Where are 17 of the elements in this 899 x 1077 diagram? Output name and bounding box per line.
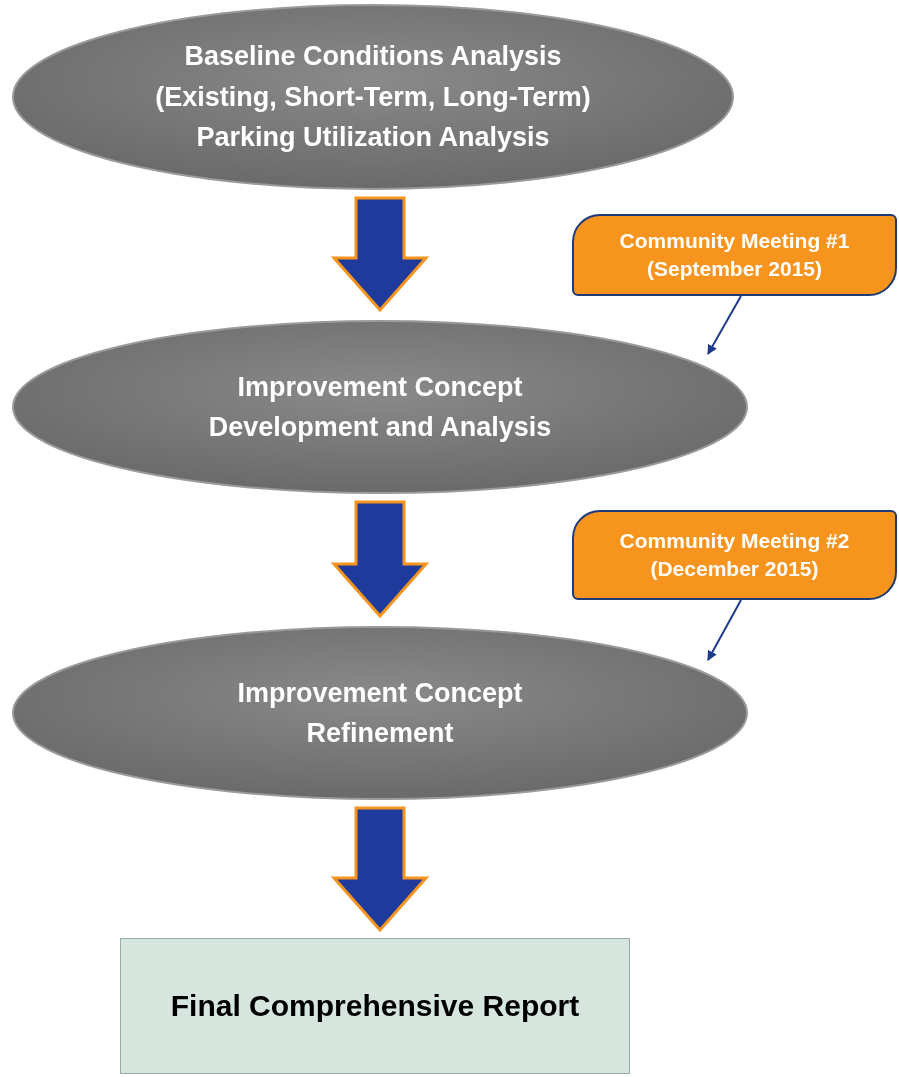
arrow (707, 599, 742, 661)
node-label: Community Meeting #1 (September 2015) (618, 227, 851, 282)
report-box (120, 938, 630, 1074)
process-ellipse (10, 624, 750, 802)
node-label: Community Meeting #2 (December 2015) (618, 527, 851, 582)
meeting-callout (572, 214, 897, 296)
node-label: Final Comprehensive Report (170, 988, 580, 1025)
block-arrow (330, 196, 430, 313)
block-arrow (330, 500, 430, 619)
meeting-callout (572, 510, 897, 600)
node-label: Improvement Concept Development and Analysis (207, 370, 553, 444)
process-ellipse (10, 318, 750, 496)
node-label: Baseline Conditions Analysis (Existing, Short-Term, Long-Term) Parking Utilization Analysis (154, 40, 592, 155)
process-ellipse (10, 2, 736, 192)
arrow (707, 295, 742, 355)
block-arrow (330, 806, 430, 933)
node-label: Improvement Concept Refinement (236, 676, 524, 750)
